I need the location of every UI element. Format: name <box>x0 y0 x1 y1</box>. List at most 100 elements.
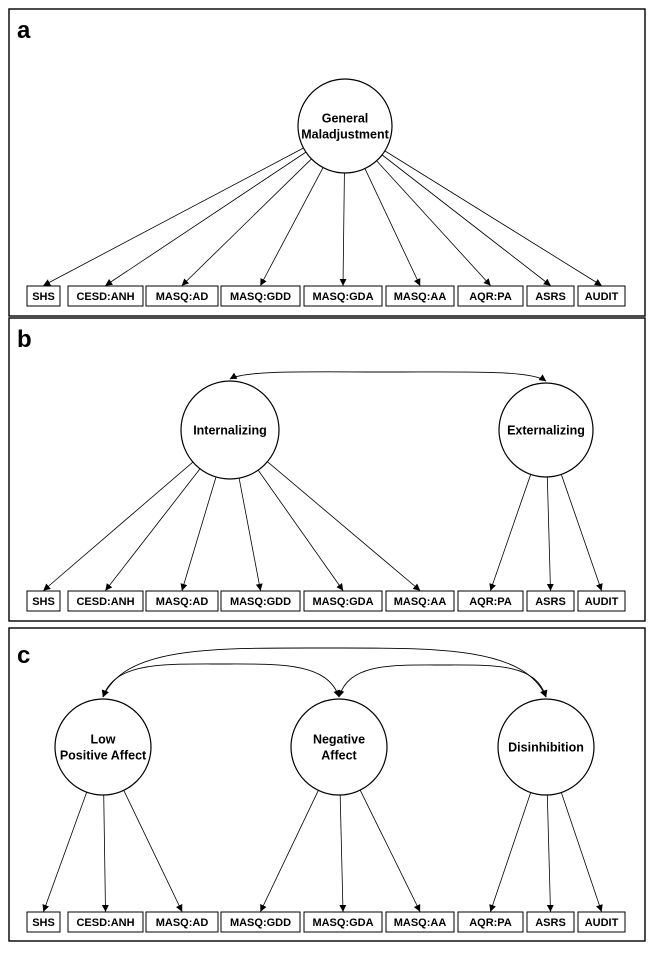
indicator-label: MASQ:GDA <box>312 917 373 929</box>
indicator-box <box>26 285 61 307</box>
indicator-label: MASQ:GDD <box>230 596 291 608</box>
indicator-box <box>67 590 144 612</box>
latent-label: Affect <box>321 749 357 763</box>
latent-label: Negative <box>313 733 365 747</box>
loading-arrow <box>101 794 109 912</box>
loading-arrow <box>560 474 603 591</box>
indicator-label: ASRS <box>535 291 566 303</box>
indicator-box <box>303 911 383 933</box>
indicator-box <box>220 911 301 933</box>
indicator-label: MASQ:GDA <box>312 596 373 608</box>
indicator-box <box>67 911 144 933</box>
indicator-box <box>385 590 455 612</box>
indicator-label: MASQ:AD <box>156 596 209 608</box>
panel-letter: b <box>17 326 32 353</box>
latent-factor-internalizing <box>180 380 280 480</box>
indicator-label: CESD:ANH <box>76 917 134 929</box>
indicator-box <box>220 285 301 307</box>
latent-factor-externalizing <box>498 382 594 478</box>
indicator-box <box>303 285 383 307</box>
indicator-box <box>457 911 524 933</box>
indicator-box <box>577 911 626 933</box>
indicator-label: AUDIT <box>585 596 619 608</box>
loading-arrow <box>181 158 312 286</box>
indicator-box <box>385 911 455 933</box>
indicator-box <box>26 590 61 612</box>
latent-label: Positive Affect <box>60 749 147 763</box>
indicator-label: MASQ:AA <box>394 917 447 929</box>
indicator-label: AUDIT <box>585 291 619 303</box>
indicator-label: ASRS <box>535 917 566 929</box>
panel-letter: a <box>17 17 31 44</box>
latent-label: General <box>322 112 369 126</box>
loading-arrow <box>267 461 421 591</box>
loading-arrow <box>381 154 551 286</box>
latent-factor-na <box>290 698 388 796</box>
loading-arrow <box>489 792 532 912</box>
loading-arrow <box>546 794 554 912</box>
loading-arrow <box>560 792 603 912</box>
panel-letter: c <box>17 642 30 669</box>
loading-arrow <box>257 469 344 591</box>
indicator-box <box>457 590 524 612</box>
loading-arrow <box>384 150 602 286</box>
indicator-label: SHS <box>32 291 55 303</box>
indicator-label: MASQ:GDA <box>312 291 373 303</box>
covariance-arrow <box>229 371 547 382</box>
latent-factor-dis <box>497 698 595 796</box>
latent-label: Externalizing <box>507 424 585 438</box>
loading-arrow <box>105 468 201 591</box>
loading-arrow <box>376 160 491 286</box>
loading-arrow <box>546 476 554 591</box>
indicator-label: MASQ:AA <box>394 596 447 608</box>
loading-arrow <box>339 794 347 912</box>
indicator-box <box>26 911 61 933</box>
indicator-box <box>385 285 455 307</box>
indicator-label: AQR:PA <box>469 291 512 303</box>
loading-arrow <box>339 172 347 286</box>
indicator-box <box>303 590 383 612</box>
indicator-box <box>145 285 219 307</box>
loading-arrow <box>260 167 324 286</box>
latent-label: Internalizing <box>193 424 267 438</box>
indicator-box <box>577 590 626 612</box>
indicator-box <box>145 590 219 612</box>
latent-label: Low <box>91 733 116 747</box>
indicator-box <box>577 285 626 307</box>
indicator-box <box>457 285 524 307</box>
indicator-box <box>145 911 219 933</box>
indicator-label: SHS <box>32 917 55 929</box>
latent-factor-lpa <box>54 698 152 796</box>
loading-arrow <box>489 474 532 591</box>
loading-arrow <box>238 478 263 591</box>
loading-arrow <box>180 476 217 591</box>
indicator-label: AQR:PA <box>469 596 512 608</box>
latent-label: Maladjustment <box>301 128 389 142</box>
latent-label: Disinhibition <box>508 741 584 755</box>
indicator-label: MASQ:GDD <box>230 917 291 929</box>
loading-arrow <box>42 792 88 912</box>
indicator-label: MASQ:AD <box>156 291 209 303</box>
indicator-box <box>67 285 144 307</box>
indicator-label: AQR:PA <box>469 917 512 929</box>
loading-arrow <box>43 461 194 591</box>
loading-arrow <box>123 790 183 912</box>
loading-arrow <box>105 151 307 286</box>
indicator-label: MASQ:AD <box>156 917 209 929</box>
indicator-label: MASQ:GDD <box>230 291 291 303</box>
latent-factor-general <box>297 78 393 174</box>
indicator-box <box>220 590 301 612</box>
indicator-label: SHS <box>32 596 55 608</box>
indicator-label: AUDIT <box>585 917 619 929</box>
indicator-label: CESD:ANH <box>76 291 134 303</box>
loading-arrow <box>359 789 421 912</box>
loading-arrow <box>260 790 319 912</box>
indicator-box <box>526 285 575 307</box>
indicator-label: MASQ:AA <box>394 291 447 303</box>
indicator-box <box>526 911 575 933</box>
